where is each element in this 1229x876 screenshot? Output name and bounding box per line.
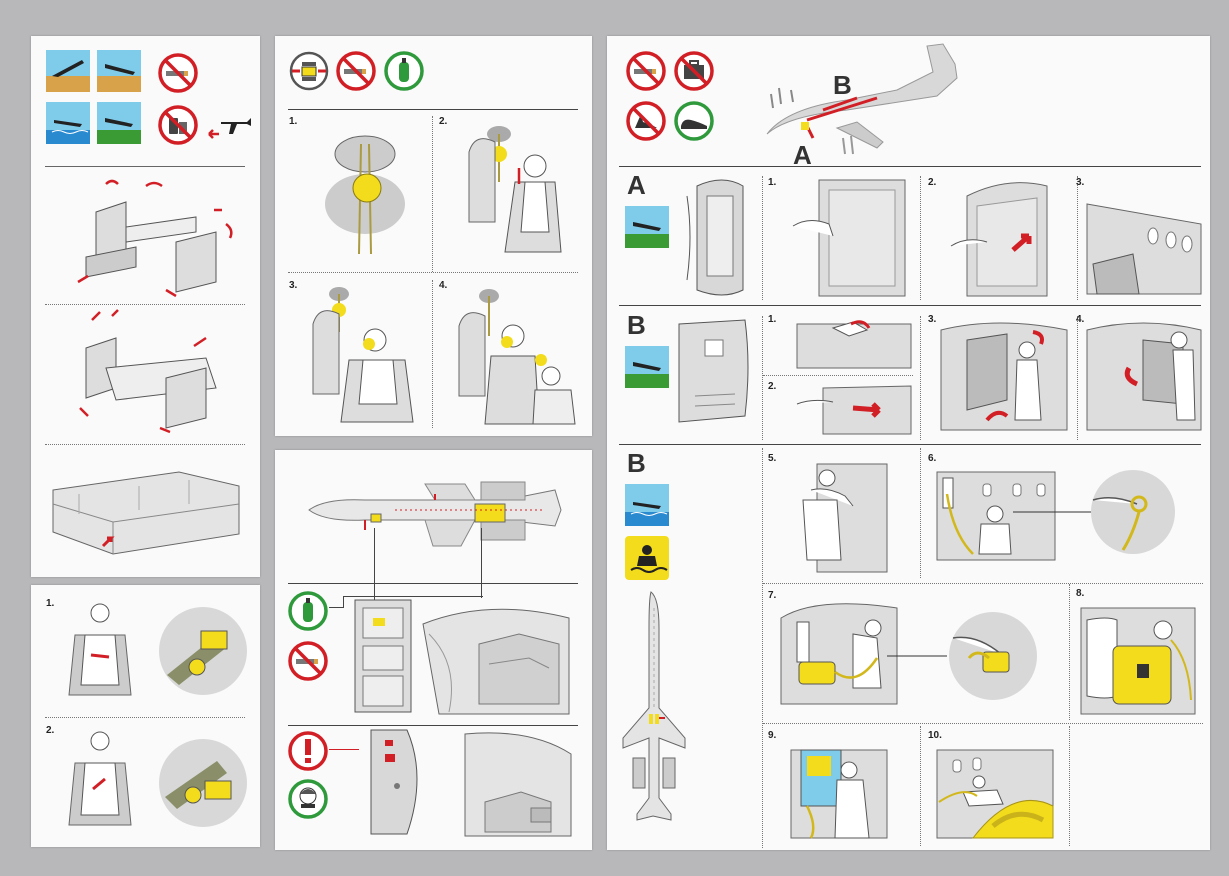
exit-b-water-label: B xyxy=(627,448,646,478)
no-high-heels-icon xyxy=(626,101,666,141)
overview-exit-a-label: A xyxy=(793,140,812,170)
exit-a-step-3-illustration xyxy=(1086,203,1202,295)
exit-b-land-label: B xyxy=(627,310,646,340)
exit-b-door-illustration xyxy=(678,319,749,423)
exit-b-step-9-illustration xyxy=(790,749,888,839)
exit-b-step-8-number: 8. xyxy=(1076,588,1085,599)
oxygen-step-1-number: 1. xyxy=(289,116,298,127)
exit-a-step-3-number: 3. xyxy=(1076,177,1085,188)
seat-positions-illustration-1 xyxy=(77,179,233,297)
exit-b-step-9-number: 9. xyxy=(768,730,777,741)
overview-exit-b-label: B xyxy=(833,70,852,100)
oxygen-step-3-number: 3. xyxy=(289,280,298,291)
lavatory-door-illustration xyxy=(370,729,418,835)
exit-b-step-7-number: 7. xyxy=(768,590,777,601)
divan-illustration xyxy=(52,471,240,555)
exit-b-step-2-number: 2. xyxy=(768,381,777,392)
lavatory-cabinet-illustration xyxy=(354,599,412,713)
seatbelt-step-2-number: 2. xyxy=(46,725,55,736)
exit-b-step-2-illustration xyxy=(796,385,912,435)
exit-a-label: A xyxy=(627,170,646,200)
exits-panel: B A A 1. 2. 3. B xyxy=(607,36,1210,850)
field-landing-icon xyxy=(625,346,669,388)
no-luggage-icon xyxy=(674,51,714,91)
exit-b-step-3-number: 3. xyxy=(928,314,937,325)
aft-compartment-illustration xyxy=(464,732,572,837)
exit-b-step-4-illustration xyxy=(1086,322,1202,431)
oxygen-step-4-number: 4. xyxy=(439,280,448,291)
aft-cabin-illustration xyxy=(422,608,570,715)
lavatory-panel xyxy=(275,450,592,850)
oxygen-mask-assist-child-illustration xyxy=(458,289,576,425)
exit-b-step-6-number: 6. xyxy=(928,453,937,464)
oxygen-bottle-icon xyxy=(288,591,328,631)
seat-positions-illustration-2 xyxy=(79,309,217,434)
life-raft-icon xyxy=(625,536,669,580)
oxygen-bottle-icon xyxy=(384,51,424,91)
field-landing-icon xyxy=(625,206,669,248)
aircraft-top-view-illustration xyxy=(622,591,686,821)
exit-a-door-illustration xyxy=(686,179,744,296)
exit-b-step-7-illustration xyxy=(780,603,1037,705)
airplane-direction-icon xyxy=(208,118,251,139)
no-smoking-icon xyxy=(158,53,198,93)
exit-b-step-3-illustration xyxy=(940,322,1068,431)
ditching-icon xyxy=(46,102,90,144)
ditching-icon xyxy=(625,484,669,526)
takeoff-icon xyxy=(46,50,90,92)
smoke-hood-icon xyxy=(288,779,328,819)
oxygen-mask-drop-illustration xyxy=(325,135,405,255)
exit-a-step-1-number: 1. xyxy=(768,177,777,188)
oxygen-mask-don-illustration xyxy=(312,287,414,423)
oxygen-mask-pull-illustration xyxy=(468,126,562,253)
no-smoking-icon xyxy=(626,51,666,91)
field-landing-icon xyxy=(97,102,141,144)
exit-b-step-10-illustration xyxy=(936,749,1054,839)
no-smoking-icon xyxy=(336,51,376,91)
buckle-detail-illustration-1 xyxy=(159,607,247,695)
left-upper-panel xyxy=(31,36,260,577)
exit-b-step-5-illustration xyxy=(802,463,888,573)
oxygen-mask-warning-icon xyxy=(289,51,329,91)
exit-b-step-10-number: 10. xyxy=(928,730,942,741)
exit-b-step-4-number: 4. xyxy=(1076,314,1085,325)
aircraft-exits-overview xyxy=(766,43,958,155)
landing-icon xyxy=(97,50,141,92)
oxygen-step-2-number: 2. xyxy=(439,116,448,127)
exit-a-step-1-illustration xyxy=(792,179,906,297)
oxygen-panel: 1. 2. 3. 4. xyxy=(275,36,592,436)
left-lower-panel: 1. 2. xyxy=(31,585,260,847)
exit-b-step-5-number: 5. xyxy=(768,453,777,464)
flat-shoes-icon xyxy=(674,101,714,141)
warning-icon xyxy=(288,731,328,771)
no-smoking-icon xyxy=(288,641,328,681)
seatbelt-step-1-number: 1. xyxy=(46,598,55,609)
exit-b-step-8-illustration xyxy=(1080,607,1196,715)
seatbelt-fasten-illustration xyxy=(68,603,132,696)
exit-b-step-1-illustration xyxy=(796,320,912,369)
exit-b-step-6-illustration xyxy=(936,470,1175,561)
seatbelt-unfasten-illustration xyxy=(68,731,132,826)
no-electronics-icon xyxy=(158,105,198,145)
cabin-layout-illustration xyxy=(308,481,562,547)
exit-b-step-1-number: 1. xyxy=(768,314,777,325)
buckle-detail-illustration-2 xyxy=(159,739,247,827)
exit-a-step-2-number: 2. xyxy=(928,177,937,188)
exit-a-step-2-illustration xyxy=(950,182,1048,297)
